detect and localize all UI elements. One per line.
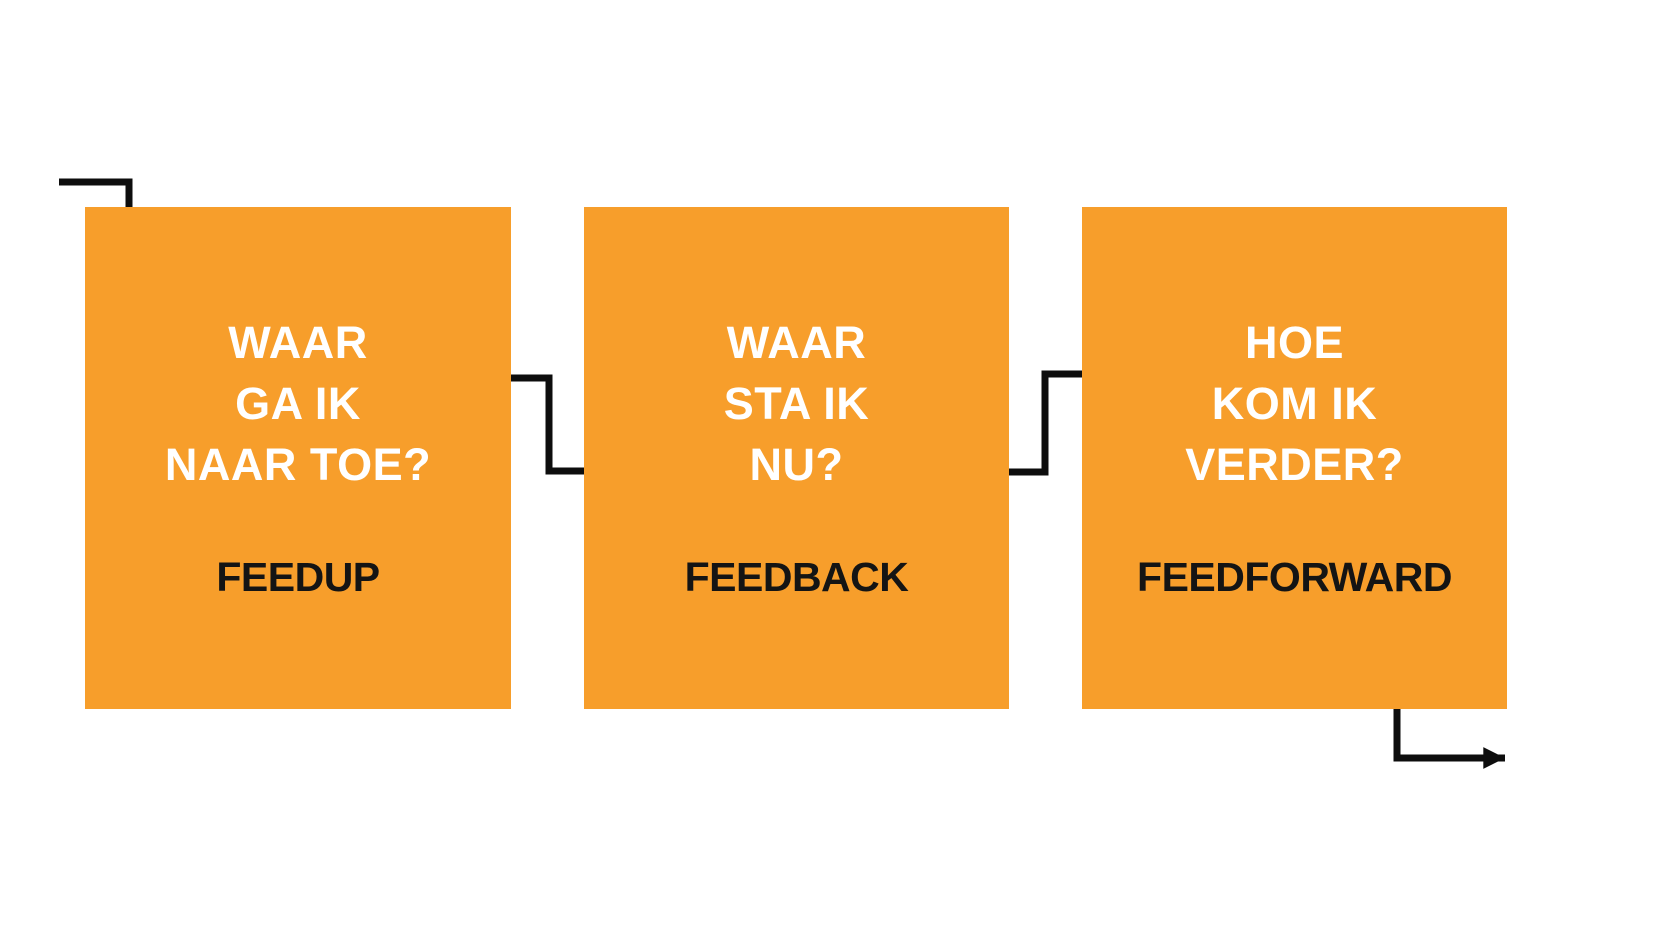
feedup-question: WAAR GA IK NAAR TOE? xyxy=(85,312,511,495)
feedforward-question: HOE KOM IK VERDER? xyxy=(1082,312,1507,495)
feedback-question: WAAR STA IK NU? xyxy=(584,312,1009,495)
feedback-box: WAAR STA IK NU? FEEDBACK xyxy=(584,207,1009,709)
question-line: NU? xyxy=(749,439,844,490)
feedback-label: FEEDBACK xyxy=(684,554,909,600)
feedup-label: FEEDUP xyxy=(216,554,380,600)
question-line: GA IK xyxy=(235,378,361,429)
question-line: WAAR xyxy=(228,317,368,368)
feedforward-box: HOE KOM IK VERDER? FEEDFORWARD xyxy=(1082,207,1507,709)
question-line: HOE xyxy=(1244,317,1344,368)
feedforward-label: FEEDFORWARD xyxy=(1137,554,1452,600)
question-line: WAAR xyxy=(726,317,867,368)
feedup-box: WAAR GA IK NAAR TOE? FEEDUP xyxy=(85,207,511,709)
question-line: NAAR TOE? xyxy=(164,439,432,490)
question-line: STA IK xyxy=(723,378,870,429)
question-line: KOM IK xyxy=(1211,378,1378,429)
question-line: VERDER? xyxy=(1185,439,1404,490)
